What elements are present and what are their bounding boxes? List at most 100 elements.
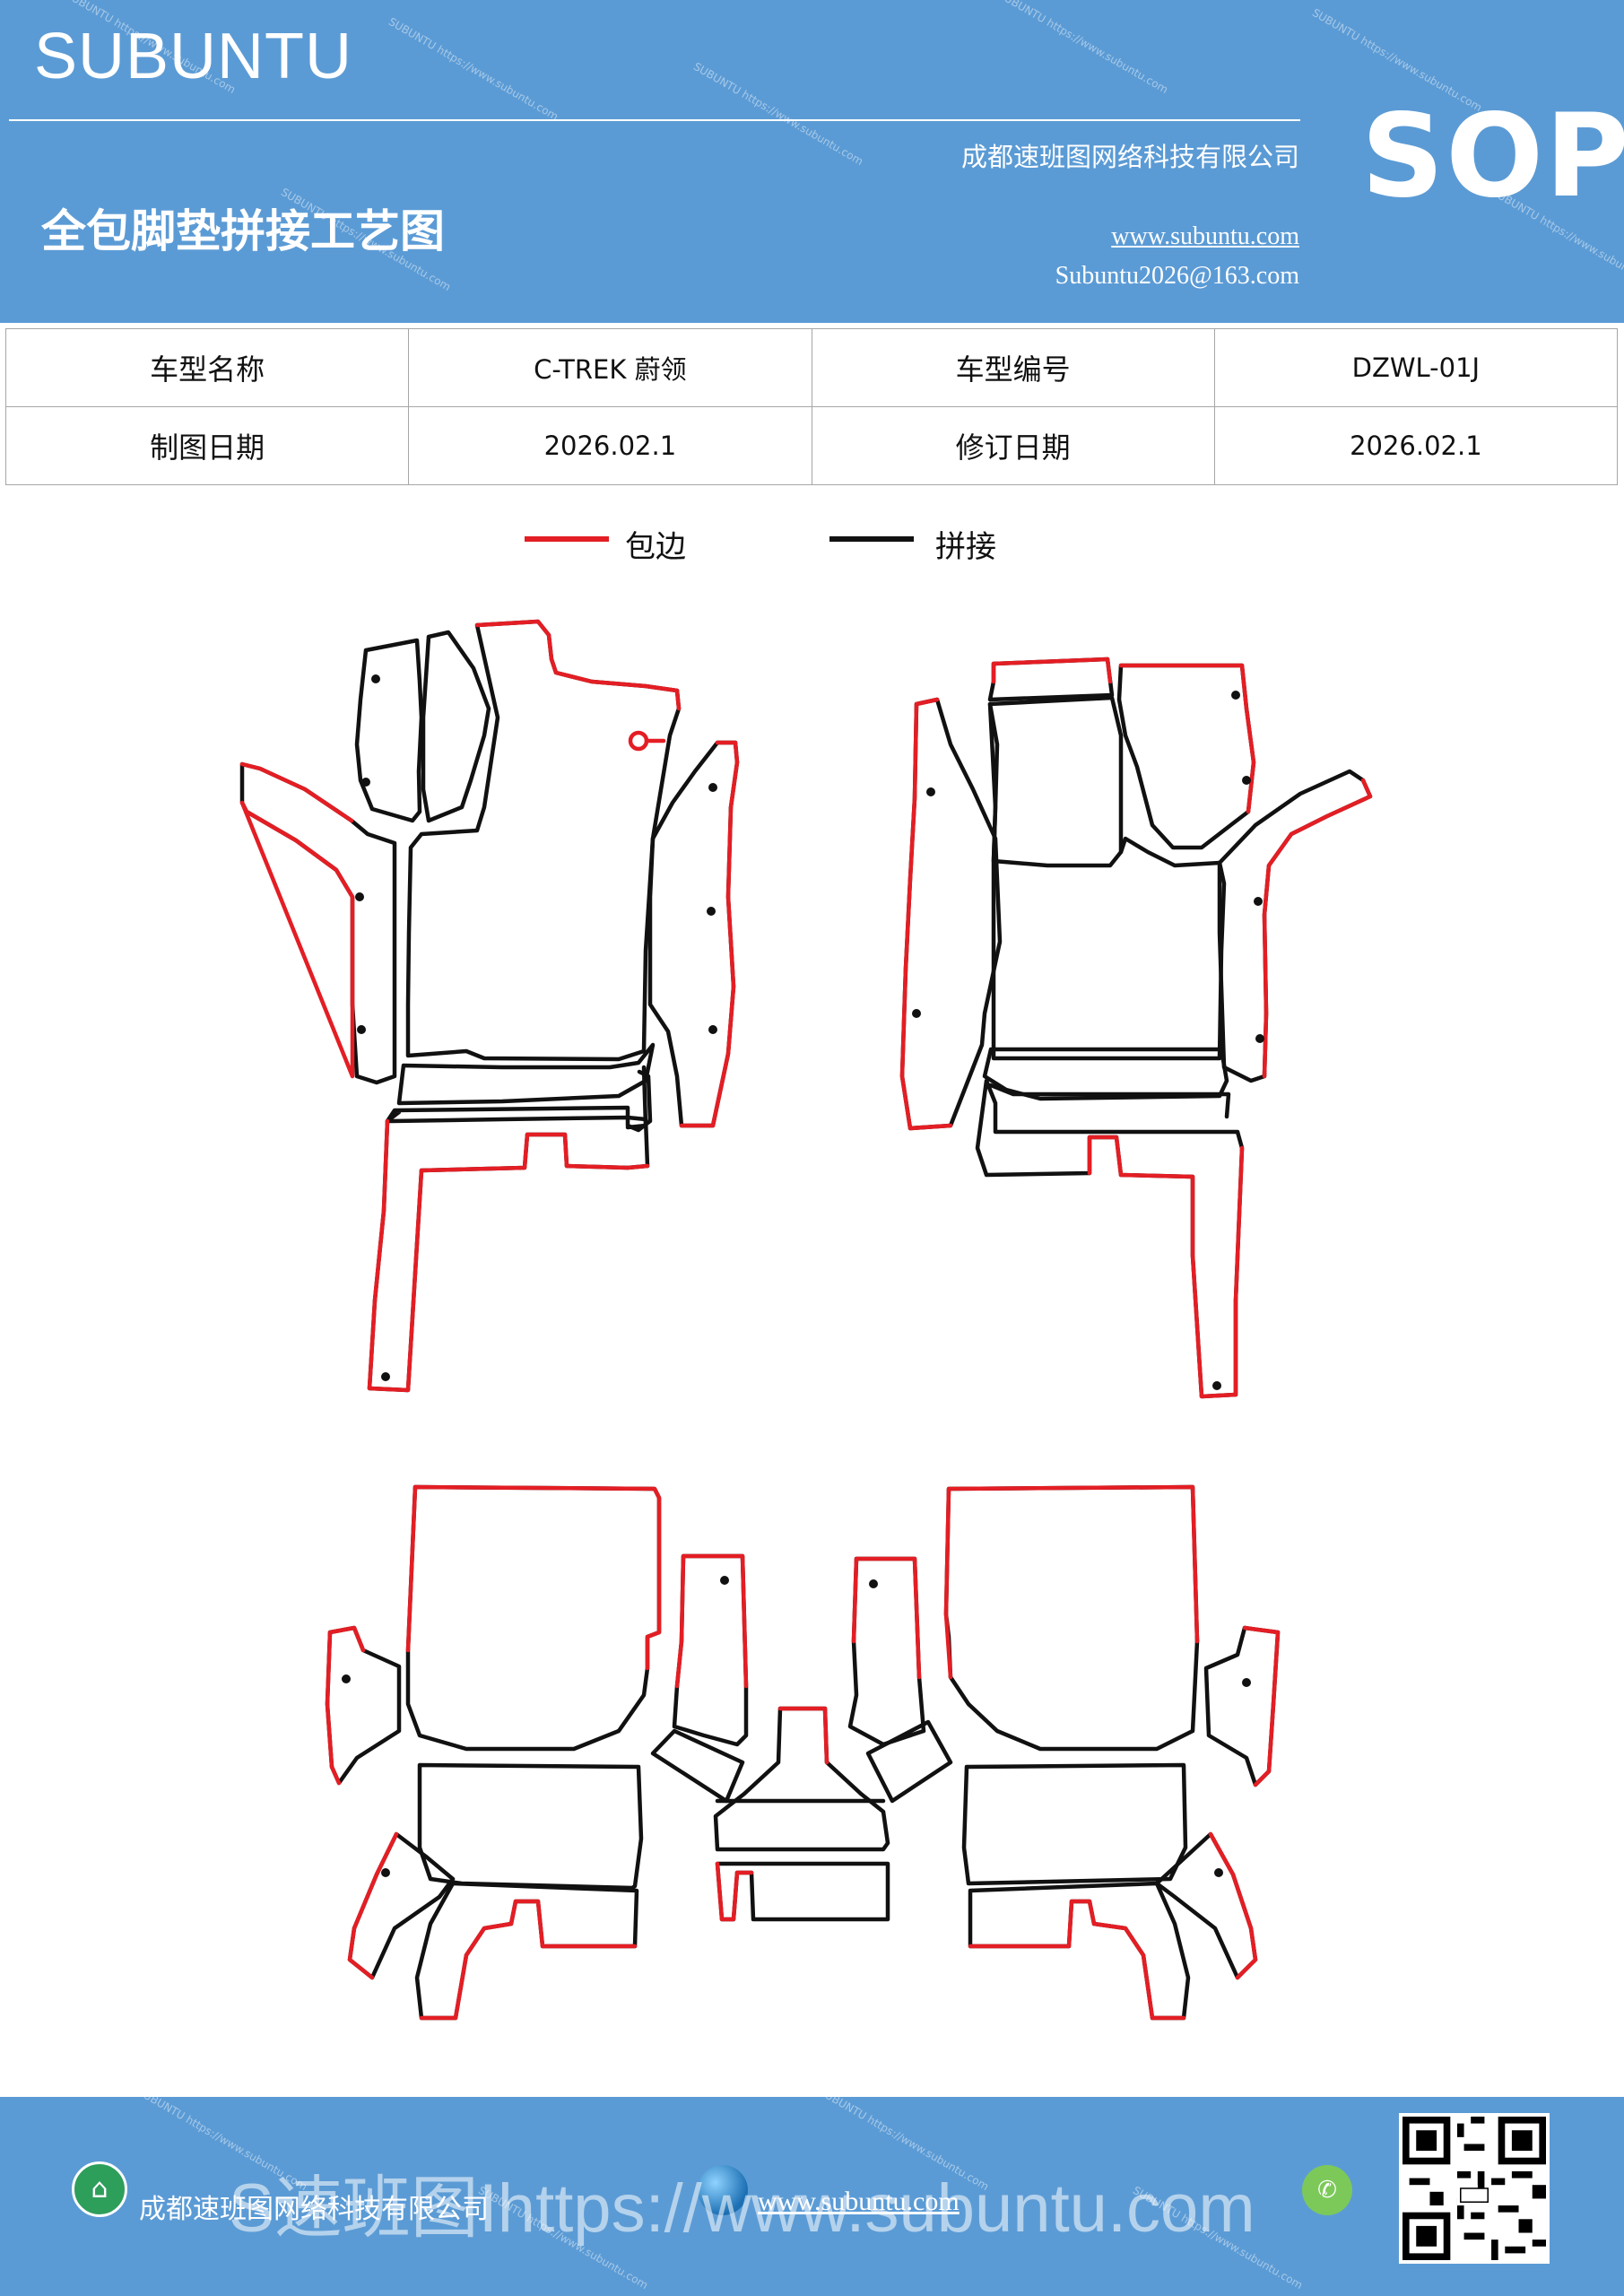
edge-swatch (525, 536, 609, 542)
rear-center-right-tab-edge (851, 1556, 922, 1680)
qr-code (1399, 2113, 1550, 2264)
revise-date-label: 修订日期 (811, 406, 1215, 485)
rear-center-left-tab-edge (674, 1553, 749, 1689)
rear-right-main-mat (943, 1484, 1200, 1752)
rear-center-right-wedge (865, 1719, 953, 1804)
clip-dot (1214, 1868, 1223, 1877)
footer-watermark-text: S速班图Ihttps://www.subuntu.com (229, 2170, 1255, 2247)
table-row: 制图日期 2026.02.1 修订日期 2026.02.1 (4, 406, 1619, 485)
rear-right-lower-block (961, 1762, 1188, 1886)
clip-dot (708, 1025, 717, 1034)
rear-center-left-tab (672, 1553, 749, 1747)
model-name-value: C-TREK 蔚领 (408, 328, 812, 407)
passenger-left-side-strip-edge (899, 697, 953, 1131)
clip-dot (1212, 1381, 1221, 1390)
building-icon: ⌂ (72, 2161, 127, 2217)
clip-hole (628, 730, 649, 752)
draw-date-value: 2026.02.1 (408, 406, 812, 485)
front-main-mat-edge (474, 619, 682, 711)
draw-date-label: 制图日期 (4, 406, 410, 485)
globe-icon (698, 2165, 748, 2215)
model-code-value: DZWL-01J (1213, 328, 1619, 407)
clip-dot (381, 1372, 390, 1381)
edge-label: 包边 (625, 529, 686, 565)
rear-right-corner-edge (1208, 1831, 1258, 1980)
rear-left-floor-edge (419, 1899, 638, 2021)
clip-dot (371, 674, 380, 683)
wechat-icon: ✆ (1302, 2165, 1352, 2215)
contact-email[interactable]: Subuntu2026@163.com (1055, 262, 1299, 290)
rear-right-ear (1203, 1625, 1281, 1787)
left-side-arm-edge (239, 761, 355, 1079)
clip-dot (1242, 1678, 1251, 1687)
front-left-floor-L-edge (367, 1118, 650, 1393)
rear-right-main-edge (943, 1484, 1200, 1680)
header-divider (9, 119, 1300, 121)
rear-right-ear-edge (1242, 1625, 1281, 1787)
brand-name: SUBUNTU (34, 21, 353, 92)
rear-left-main-mat (405, 1484, 662, 1752)
sop-badge: SOP (1361, 90, 1624, 223)
clip-dot (1242, 776, 1251, 785)
clip-dot (357, 1025, 366, 1034)
passenger-top-bar (987, 657, 1115, 702)
clip-dot (342, 1674, 351, 1683)
passenger-floor-outline (987, 701, 1227, 1061)
clip-dot (708, 783, 717, 792)
model-info-table: 车型名称 C-TREK 蔚领 车型编号 DZWL-01J 制图日期 2026.0… (4, 328, 1619, 485)
rear-tunnel-upper-edge (777, 1706, 829, 1765)
passenger-main-mat (987, 695, 1124, 868)
rear-mat-group (325, 1484, 1281, 2021)
rear-left-corner-edge (347, 1831, 399, 1980)
passenger-right-arm-edge (1262, 778, 1373, 1079)
passenger-floor-L (975, 1078, 1245, 1399)
clip-dot (926, 787, 935, 796)
model-name-label: 车型名称 (4, 328, 410, 407)
legend-join: 拼接 (829, 520, 1045, 574)
rear-right-floor-piece (968, 1881, 1191, 2021)
left-side-arm (239, 761, 397, 1085)
footer-banner: SUBUNTU https://www.subuntu.com SUBUNTU … (0, 2097, 1624, 2296)
clip-dot (1254, 897, 1263, 906)
document-title: 全包脚垫拼接工艺图 (41, 204, 445, 257)
front-left-mat-group (239, 619, 740, 1393)
rear-left-floor-piece (414, 1881, 639, 2021)
company-name: 成都速班图网络科技有限公司 (960, 142, 1299, 172)
rear-center-right-tab (847, 1556, 926, 1747)
rear-right-corner (1154, 1831, 1258, 1980)
clip-dot (720, 1576, 729, 1585)
clip-dot (707, 907, 716, 916)
legend-edge: 包边 (525, 520, 740, 574)
passenger-lower-bar-2 (988, 1083, 1231, 1119)
clip-dots (342, 674, 1264, 1877)
clip-dot (381, 1868, 390, 1877)
front-lower-bar (396, 1042, 656, 1106)
table-row: 车型名称 C-TREK 蔚领 车型编号 DZWL-01J (4, 328, 1619, 407)
passenger-lower-bar (982, 1047, 1229, 1101)
clip-dot (1255, 1034, 1264, 1043)
rear-right-floor-edge (968, 1899, 1186, 2021)
passenger-upper-right-edge (1118, 663, 1256, 814)
clip-dot (912, 1009, 921, 1018)
rear-left-lower-block (417, 1762, 644, 1891)
footer-company-name: 成都速班图网络科技有限公司 (139, 2194, 489, 2225)
revise-date-value: 2026.02.1 (1213, 406, 1619, 485)
front-right-side-strip-edge (679, 740, 740, 1128)
left-upper-strip (354, 638, 424, 823)
left-upper-wedge (421, 630, 491, 823)
website-link[interactable]: www.subuntu.com (1111, 222, 1299, 250)
model-code-label: 车型编号 (811, 328, 1215, 407)
rear-tunnel-upper (713, 1706, 890, 1852)
clip-dot (869, 1579, 878, 1588)
clip-dot (355, 892, 364, 901)
clip-dot (1231, 691, 1240, 700)
rear-left-ear-edge (325, 1625, 366, 1786)
header-banner: SUBUNTU https://www.subuntu.com SUBUNTU … (0, 0, 1624, 323)
clip-dot (361, 778, 370, 787)
rear-left-main-edge (405, 1484, 662, 1671)
join-swatch (829, 536, 914, 542)
footer-website-link[interactable]: www.subuntu.com (758, 2187, 960, 2216)
passenger-floor-L-edge (1087, 1135, 1245, 1399)
rear-tunnel-lower-edge (715, 1861, 754, 1922)
